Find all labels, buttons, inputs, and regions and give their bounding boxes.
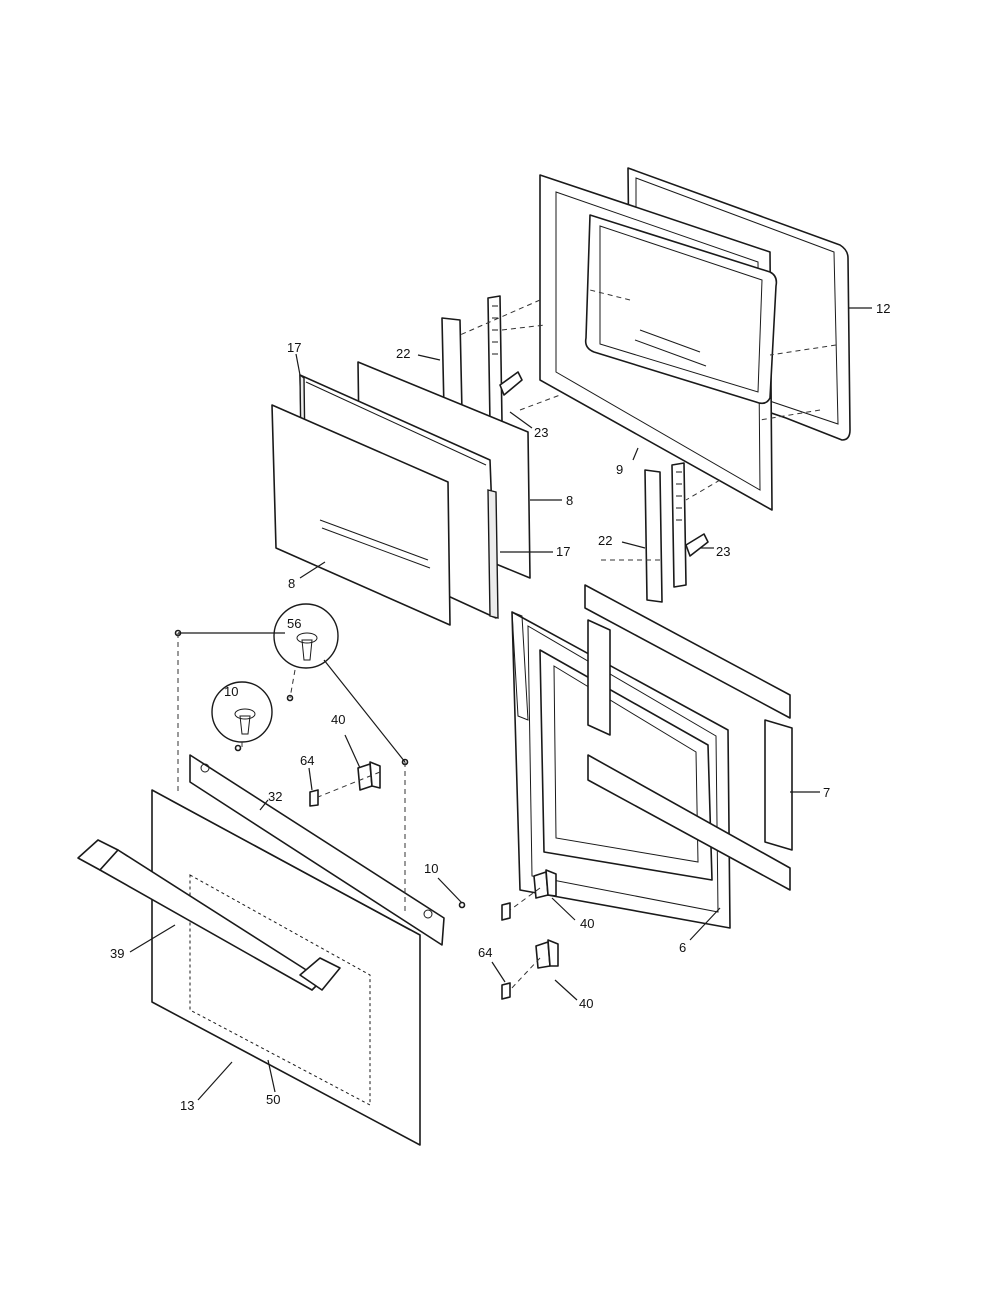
label-17-upper: 17	[287, 340, 301, 355]
label-23-upper: 23	[534, 425, 548, 440]
front-glass-panel	[271, 404, 451, 626]
label-9: 9	[616, 462, 623, 477]
hinge-lower	[671, 462, 709, 588]
label-22-upper: 22	[396, 346, 410, 361]
label-6: 6	[679, 940, 686, 955]
inner-door-frame	[539, 174, 778, 511]
label-40-lower: 40	[579, 996, 593, 1011]
label-8-front: 8	[288, 576, 295, 591]
screw-callout-10	[211, 681, 273, 743]
vent-trim	[189, 754, 445, 946]
label-17-lower: 17	[556, 544, 570, 559]
clip-64-upper	[309, 789, 319, 807]
part-labels: 12 22 17 23 8 9 17 8 22 23 56 10 40 64 3…	[110, 301, 890, 1113]
label-40-mid: 40	[580, 916, 594, 931]
door-handle	[77, 839, 341, 991]
label-39: 39	[110, 946, 124, 961]
screw-callout-56	[273, 603, 339, 669]
label-64-lower: 64	[478, 945, 492, 960]
clip-64-lower	[501, 982, 511, 1000]
label-12: 12	[876, 301, 890, 316]
label-22-lower: 22	[598, 533, 612, 548]
leader-lines	[129, 307, 872, 1101]
label-10: 10	[424, 861, 438, 876]
label-40-upper: 40	[331, 712, 345, 727]
label-10-callout: 10	[224, 684, 238, 699]
clip-40-lower	[535, 939, 559, 969]
door-inner-frame	[511, 611, 731, 929]
insulation-pack	[584, 584, 793, 891]
screw-dot	[234, 744, 242, 752]
clip-40-upper	[357, 761, 381, 791]
label-7: 7	[823, 785, 830, 800]
label-56: 56	[287, 616, 301, 631]
label-13: 13	[180, 1098, 194, 1113]
assembly-lines	[177, 289, 837, 991]
screw-dot	[458, 901, 466, 909]
label-50: 50	[266, 1092, 280, 1107]
hinge-receiver-lower	[644, 469, 663, 603]
label-23-lower: 23	[716, 544, 730, 559]
label-32: 32	[268, 789, 282, 804]
label-8-rear: 8	[566, 493, 573, 508]
label-64-upper: 64	[300, 753, 314, 768]
clip-40-mid	[533, 869, 557, 899]
clip-64-mid	[501, 902, 511, 921]
